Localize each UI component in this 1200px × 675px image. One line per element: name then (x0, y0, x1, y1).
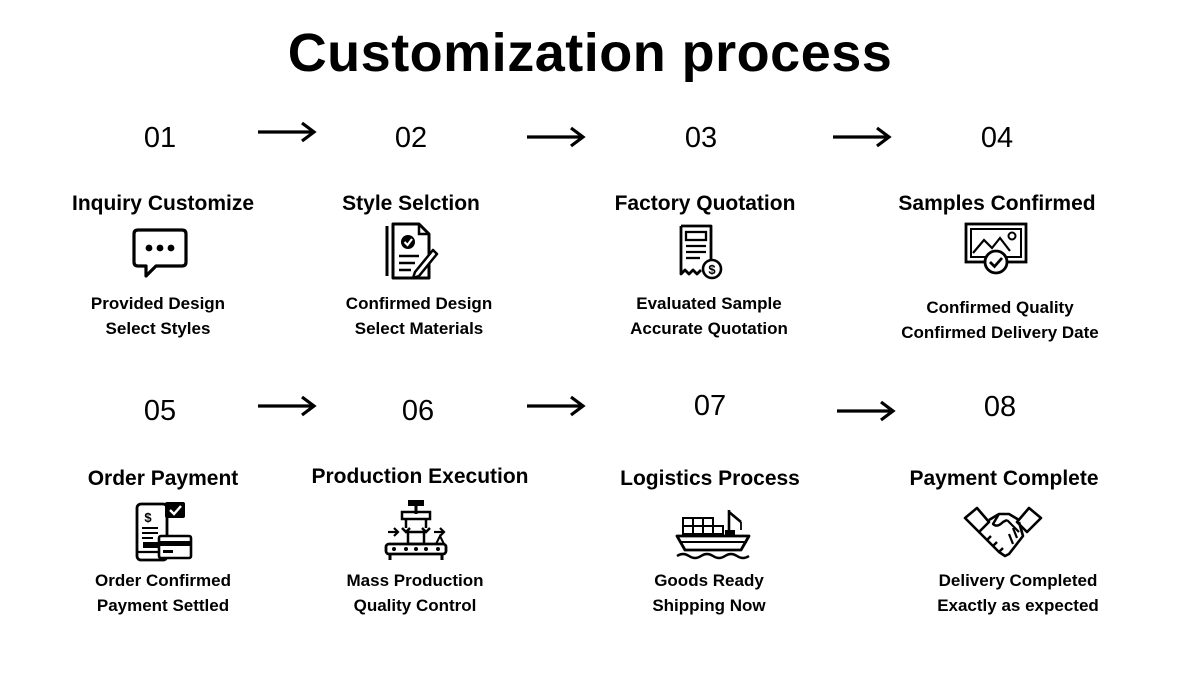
step-number-08: 08 (983, 391, 1017, 423)
cargo-ship-icon (675, 500, 751, 564)
step-title-06: Production Execution (311, 465, 529, 488)
step-title-02: Style Selction (342, 192, 480, 215)
right-arrow-icon (256, 394, 318, 418)
right-arrow-icon (525, 394, 587, 418)
document-check-pen-icon (379, 220, 443, 284)
handshake-icon (963, 500, 1043, 564)
step-title-07: Logistics Process (620, 467, 800, 490)
step-number-07: 07 (693, 390, 727, 422)
step-title-03: Factory Quotation (614, 192, 796, 215)
step-number-02: 02 (394, 122, 428, 154)
step-number-04: 04 (980, 122, 1014, 154)
step-number-01: 01 (143, 122, 177, 154)
step-title-05: Order Payment (87, 467, 239, 490)
page-title: Customization process (287, 23, 893, 83)
right-arrow-icon (835, 399, 897, 423)
step-number-03: 03 (684, 122, 718, 154)
factory-robot-icon (384, 498, 448, 562)
step-number-06: 06 (401, 395, 435, 427)
right-arrow-icon (831, 125, 893, 149)
right-arrow-icon (256, 120, 318, 144)
image-check-icon (964, 218, 1028, 282)
right-arrow-icon (525, 125, 587, 149)
mobile-payment-icon: $ (131, 500, 195, 564)
step-title-04: Samples Confirmed (898, 192, 1096, 215)
svg-text:$: $ (708, 262, 716, 277)
step-title-01: Inquiry Customize (71, 192, 255, 215)
svg-text:$: $ (144, 510, 152, 525)
step-title-08: Payment Complete (909, 467, 1099, 490)
receipt-dollar-icon: $ (667, 220, 731, 284)
chat-bubble-icon (128, 220, 192, 284)
step-number-05: 05 (143, 395, 177, 427)
